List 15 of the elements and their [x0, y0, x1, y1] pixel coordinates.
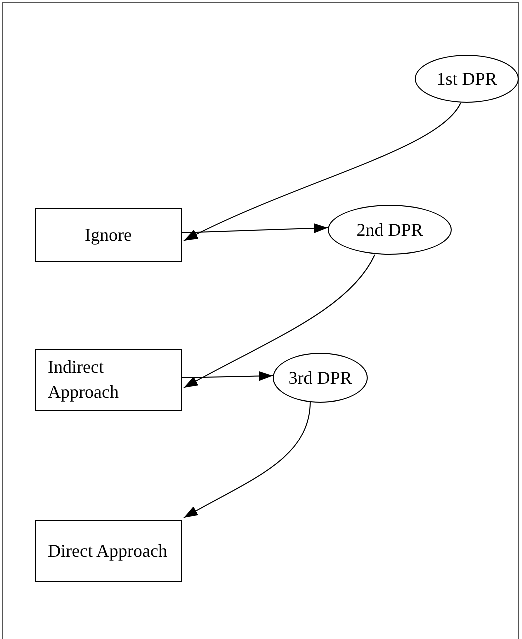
node-label: 3rd DPR: [288, 366, 352, 390]
arrow: [184, 102, 462, 242]
arrow: [184, 254, 376, 388]
node-label: Ignore: [85, 224, 132, 247]
arrow: [182, 223, 328, 234]
process-box: [35, 349, 182, 411]
arrow: [182, 371, 274, 382]
process-box: [35, 208, 182, 262]
arrow: [184, 402, 311, 518]
node-label: Indirect Approach: [48, 356, 120, 404]
ellipse-node: [415, 55, 519, 103]
node-label: 1st DPR: [436, 68, 498, 90]
node-label: Direct Approach: [48, 540, 168, 563]
node-label: 2nd DPR: [356, 218, 424, 242]
process-box: [35, 520, 182, 582]
